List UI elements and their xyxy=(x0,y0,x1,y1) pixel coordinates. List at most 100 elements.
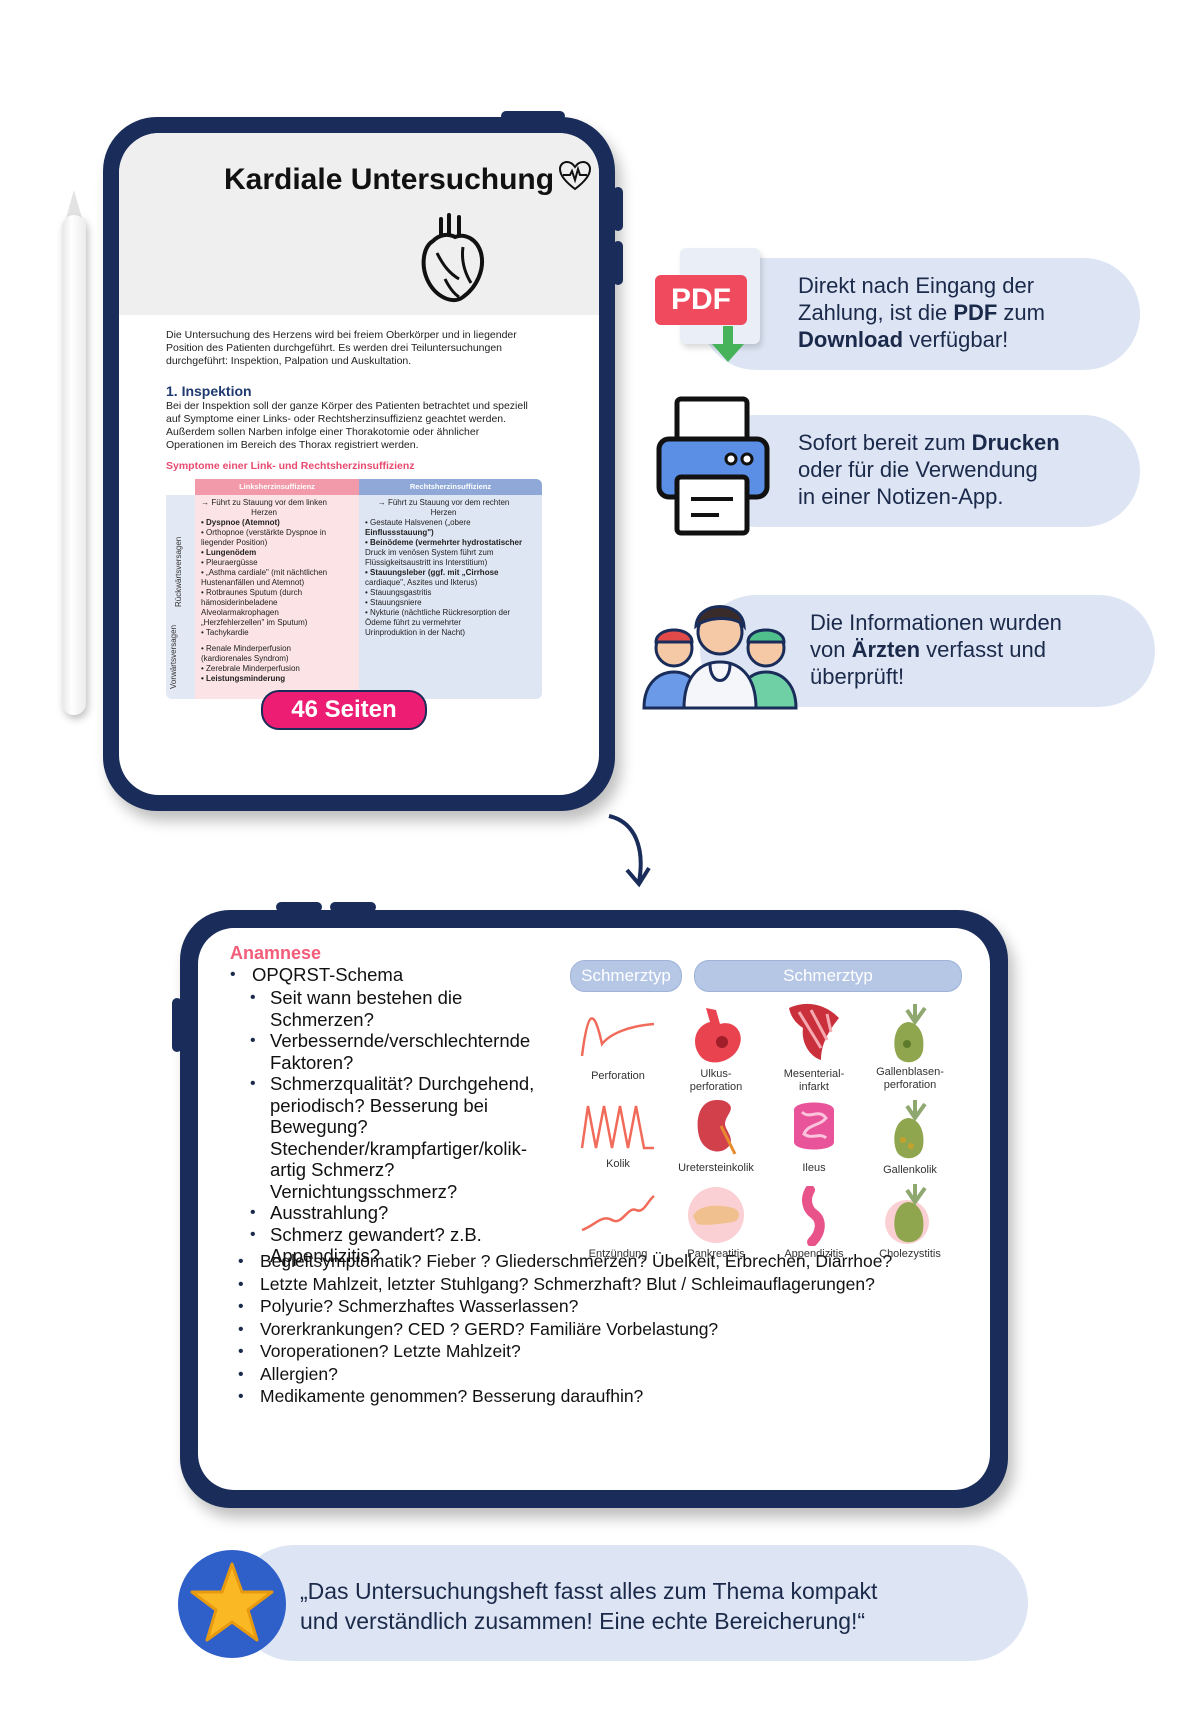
bullet: • xyxy=(238,1275,244,1293)
cell-line: • Stauungsgastritis xyxy=(365,588,432,597)
table-caption: Symptome einer Link- und Rechtsherzinsuf… xyxy=(166,460,415,472)
pain-type-label-line: perforation xyxy=(883,1079,937,1091)
list-item: Polyurie? Schmerzhaftes Wasserlassen? xyxy=(260,1296,579,1316)
tablet-button xyxy=(613,241,623,285)
pain-type-label: Perforation xyxy=(591,1070,645,1082)
sub-list-line: periodisch? Besserung bei xyxy=(270,1094,489,1116)
stomach-icon xyxy=(695,1008,741,1063)
table-cell: • Renale Minderperfusion (kardiorenales … xyxy=(195,641,359,699)
tablet-button xyxy=(330,902,376,912)
cell-line: • Nykturie (nächtliche Rückresorption de… xyxy=(365,608,511,617)
cell-line: • „Asthma cardiale" (mit nächtlichen xyxy=(201,568,328,577)
pain-type-label: Cholezystitis xyxy=(879,1248,941,1260)
pain-type-label-line: infarkt xyxy=(799,1081,829,1093)
inflammation-curve-icon xyxy=(581,1194,655,1232)
pain-type-cell: Ileus xyxy=(764,1096,864,1175)
pain-type-cell: Mesenterial-infarkt xyxy=(764,998,864,1094)
list-item: Medikamente genommen? Besserung daraufhi… xyxy=(260,1386,644,1406)
cell-line: → Führt zu Stauung vor dem linken xyxy=(201,498,327,507)
cell-list: • Renale Minderperfusion (kardiorenales … xyxy=(195,641,306,687)
sub-list-line: Bewegung? xyxy=(270,1116,368,1137)
download-arrow-icon xyxy=(712,326,744,362)
pain-type-cell: Entzündung xyxy=(568,1190,668,1261)
cell-line: hämosiderinbeladene xyxy=(201,598,278,607)
tablet-screen-1: Kardiale Untersuchung Die Untersuchung d… xyxy=(119,133,599,795)
bullet: • xyxy=(250,1204,256,1221)
bullet: • xyxy=(238,1343,244,1360)
testimonial-line: und verständlich zusammen! Eine echte Be… xyxy=(300,1608,866,1634)
list-item: Voroperationen? Letzte Mahlzeit? xyxy=(260,1341,521,1361)
feature-line: Die Informationen wurden xyxy=(810,610,1062,635)
cell-line: Druck im venösen System führt zum xyxy=(365,548,494,557)
table-header-right: Rechtsherzinsuffizienz xyxy=(359,479,542,495)
feature-line: überprüft! xyxy=(810,664,905,689)
pain-type-label: Pankreatitis xyxy=(687,1248,745,1260)
cell-line: Einflussstauung") xyxy=(365,528,434,537)
sub-list-line: Vernichtungsschmerz? xyxy=(270,1180,458,1202)
intro-line: Die Untersuchung des Herzens wird bei fr… xyxy=(166,329,517,341)
tablet-preview-2: Anamnese • OPQRST-Schema •Seit wann best… xyxy=(172,902,1008,1508)
pain-type-label: Ulkus-perforation xyxy=(666,1068,766,1094)
pages-badge: 46 Seiten xyxy=(261,690,427,730)
doctors-icon xyxy=(642,605,798,710)
tablet-preview-1: Kardiale Untersuchung Die Untersuchung d… xyxy=(103,111,623,811)
pain-type-label: Appendizitis xyxy=(784,1248,844,1260)
intro-line: durchgeführt: Inspektion, Palpation und … xyxy=(166,355,412,367)
intro-paragraph: Die Untersuchung des Herzens wird bei fr… xyxy=(166,329,566,368)
sub-list-line: Schmerzen? xyxy=(270,1008,374,1030)
sub-list-line: Ausstrahlung? xyxy=(270,1202,389,1223)
paragraph-line: Außerdem sollen Narben infolge einer Tho… xyxy=(166,426,480,438)
intro-line: Position des Patienten durchgeführt. Es … xyxy=(166,342,503,354)
section-heading: Anamnese xyxy=(230,943,322,963)
pain-type-cell: Appendizitis xyxy=(764,1186,864,1261)
bullet: • xyxy=(238,1298,244,1315)
cell-line: Urinproduktion in der Nacht) xyxy=(365,628,466,637)
cell-line: • Lungenödem xyxy=(201,548,257,557)
cell-line: • Tachykardie xyxy=(201,628,249,637)
paragraph-line: Bei der Inspektion soll der ganze Körper… xyxy=(166,400,528,412)
bullet: • xyxy=(238,1365,244,1383)
pain-type-cell: Perforation xyxy=(568,1004,668,1083)
sub-list-line: Seit wann bestehen die xyxy=(270,987,463,1008)
sub-list-line: Stechender/krampfartiger/kolik- xyxy=(270,1137,528,1159)
pain-type-label-line: Mesenterial- xyxy=(783,1068,845,1080)
feature-line: in einer Notizen-App. xyxy=(798,484,1004,509)
heart-monitor-icon xyxy=(559,161,591,191)
pain-type-label: Ileus xyxy=(802,1162,826,1174)
bullet: • xyxy=(250,989,256,1006)
feature-line: Direkt nach Eingang der xyxy=(798,273,1035,298)
bullet: • xyxy=(250,1075,256,1092)
cell-line: Ödeme führt zu vermehrter xyxy=(365,618,462,627)
pain-type-label: Mesenterial-infarkt xyxy=(764,1068,864,1094)
star-badge xyxy=(178,1550,286,1658)
cell-line: • Stauungsniere xyxy=(365,598,422,607)
pain-type-label-line: perforation xyxy=(689,1081,743,1093)
intestine-icon xyxy=(794,1102,834,1150)
pain-type-cell: Kolik xyxy=(568,1100,668,1171)
sub-list-line: Appendizitis? xyxy=(270,1245,381,1266)
gallbladder-icon xyxy=(894,1004,927,1063)
sub-list-line: Verbessernde/verschlechternde xyxy=(270,1030,531,1051)
feature-text: Direkt nach Eingang der Zahlung, ist die… xyxy=(798,272,1045,353)
testimonial-pill xyxy=(236,1545,1028,1661)
feature-line: Sofort bereit zum Drucken xyxy=(798,430,1060,455)
bullet: • xyxy=(238,1388,244,1405)
cell-line: • Gestaute Halsvenen („obere xyxy=(365,518,471,527)
cell-line: Hustenanfällen und Atemnot) xyxy=(201,578,305,587)
paragraph-line: Operationen im Bereich des Thorax regist… xyxy=(166,439,419,451)
bullet: • xyxy=(230,966,236,983)
cell-line: • Leistungsminderung xyxy=(201,674,286,683)
pdf-label: PDF xyxy=(655,275,747,325)
table-row-labels xyxy=(166,495,195,699)
cell-line: • Rotbraunes Sputum (durch xyxy=(201,588,303,597)
pain-type-cell: Pankreatitis xyxy=(666,1186,766,1261)
cell-line: Alveolarmakrophagen xyxy=(201,608,279,617)
cell-line: Herzen xyxy=(251,508,277,517)
star-icon xyxy=(190,1562,274,1642)
table-cell xyxy=(359,641,542,699)
bullet: • xyxy=(250,1225,256,1243)
page-title: Kardiale Untersuchung xyxy=(224,163,555,196)
cell-line: (kardiorenales Syndrom) xyxy=(201,654,289,663)
